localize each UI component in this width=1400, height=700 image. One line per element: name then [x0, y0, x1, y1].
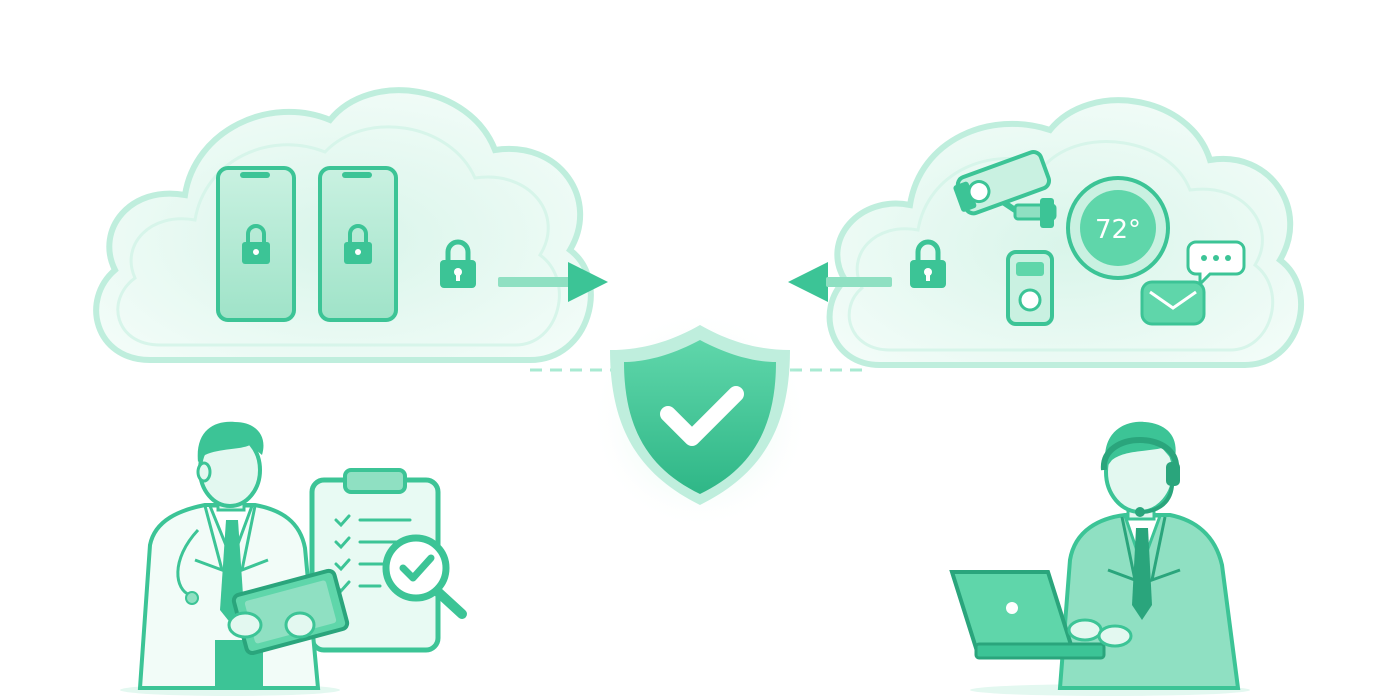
- smart-lock-icon: [1006, 250, 1054, 326]
- smart-speaker-icon: [1140, 280, 1206, 326]
- smartphone-icon: [216, 166, 296, 322]
- padlock-icon: [440, 239, 476, 288]
- thermostat-icon: 72°: [1066, 176, 1170, 280]
- arrow-left-icon: [788, 262, 892, 302]
- thermostat-reading: 72°: [1095, 215, 1141, 245]
- arrow-right-icon: [498, 262, 608, 302]
- magnifier-check-icon: [382, 534, 467, 619]
- laptop-icon: [949, 570, 1133, 660]
- tablet-icon: [227, 568, 350, 656]
- chat-bubble-icon: [1186, 240, 1246, 288]
- right-cloud-icon: [826, 97, 1305, 368]
- security-camera-icon: [953, 150, 1057, 228]
- shield-check-icon: [590, 310, 810, 530]
- padlock-icon: [242, 224, 270, 264]
- padlock-icon: [344, 224, 372, 264]
- padlock-icon: [910, 239, 946, 288]
- doctor-figure: [120, 421, 340, 696]
- smartphone-icon: [318, 166, 398, 322]
